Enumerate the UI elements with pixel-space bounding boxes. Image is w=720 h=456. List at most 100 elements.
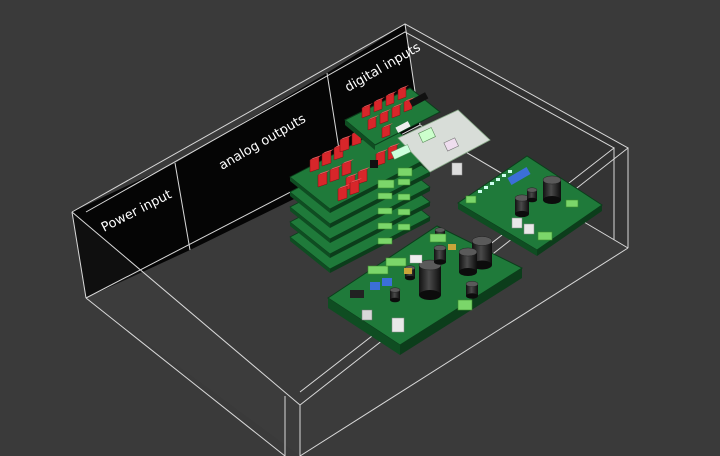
back-wall-segment-power [72,163,190,298]
relay-top [404,97,415,102]
terminal-block [367,265,389,275]
capacitor-base [434,259,446,265]
capacitor-base [527,197,537,203]
capacitor-top [514,194,530,202]
analog-board-edge [290,237,330,273]
relay-top [346,173,358,178]
daughter-chip [443,137,459,152]
main-blue-component [382,278,392,286]
relay-top [388,143,400,148]
main-transformer [361,309,373,321]
capacitor-base [390,297,400,303]
terminal-block [397,167,413,177]
relay-top [386,91,397,96]
analog-board-edge [290,222,330,258]
terminal-block [377,237,393,245]
relay [367,116,377,131]
aux-smd [490,182,494,185]
aux-smd [496,178,500,181]
main-board-components [350,227,493,333]
terminal-block [377,192,393,200]
relay-top [338,184,350,189]
aux-smd [484,186,488,189]
relay-top [380,109,391,114]
analog-ic [370,160,378,168]
back-wall-segment-analog [175,73,343,250]
capacitor-body [434,248,446,262]
aux-heatsink [511,217,523,229]
aux-blue-component [507,167,531,185]
analog-board-edge [330,217,430,273]
main-heatsink [391,317,405,333]
enclosure-wireframe [71,23,629,456]
terminal-block [537,231,553,241]
digital-board-relays [361,85,429,139]
relay [381,124,391,139]
analog-board-edge [330,202,430,258]
relay-top [374,97,385,102]
relay-top [342,159,354,164]
relay-top [368,115,379,120]
relay [361,104,371,119]
terminal-block [465,195,477,204]
main-power-board [327,225,524,355]
aux-board-edge-left [458,203,537,256]
relay-top [330,165,342,170]
digital-input-board [344,85,491,176]
relay [385,92,395,107]
capacitor-top [433,245,447,251]
capacitor-base [419,290,441,300]
main-board-edge-right [400,268,522,355]
analog-board-edge [330,187,430,243]
terminal-block [397,208,411,216]
capacitor-top [389,287,401,293]
terminal-block [429,233,447,243]
capacitor-body [390,290,400,300]
capacitor-top [542,175,562,185]
relay-top [340,135,352,140]
terminal-block [385,257,407,267]
relay [391,104,401,119]
capacitor-base [466,293,478,299]
relay-top [382,123,393,128]
terminal-block [457,299,473,311]
aux-smd [478,190,482,193]
daughter-chip [418,127,436,143]
capacitor-body [527,190,537,200]
digital-header [395,121,411,133]
capacitor-base [459,267,477,277]
analog-board-edge [290,177,330,213]
terminal-block [377,207,393,215]
analog-output-board-stack [289,124,431,273]
terminal-block [397,193,411,201]
relay [397,86,407,101]
capacitor-body [459,252,477,272]
relay-top [318,170,330,175]
main-header [409,254,423,264]
capacitor-top [458,247,478,257]
capacitor-body [543,180,561,200]
capacitor-top [526,187,538,193]
terminal-block [377,179,395,189]
capacitor-body [466,284,478,296]
main-board-edge-left [328,298,400,355]
aux-smd [508,170,512,173]
relay [403,98,413,113]
capacitor-base [515,210,529,218]
digital-board-edge [345,120,375,150]
analog-board-edge [290,207,330,243]
aux-heatsink [523,223,535,235]
relay-top [376,149,388,154]
wall-divider [174,162,191,251]
relay-top [392,103,403,108]
capacitor-base [543,195,561,205]
relay-top [398,85,409,90]
capacitor-top [465,281,479,287]
aux-board-components [465,167,579,241]
relay-top [362,103,373,108]
relay [379,110,389,125]
terminal-block [397,178,411,186]
capacitor-top [434,227,446,233]
main-blue-component [370,282,380,290]
